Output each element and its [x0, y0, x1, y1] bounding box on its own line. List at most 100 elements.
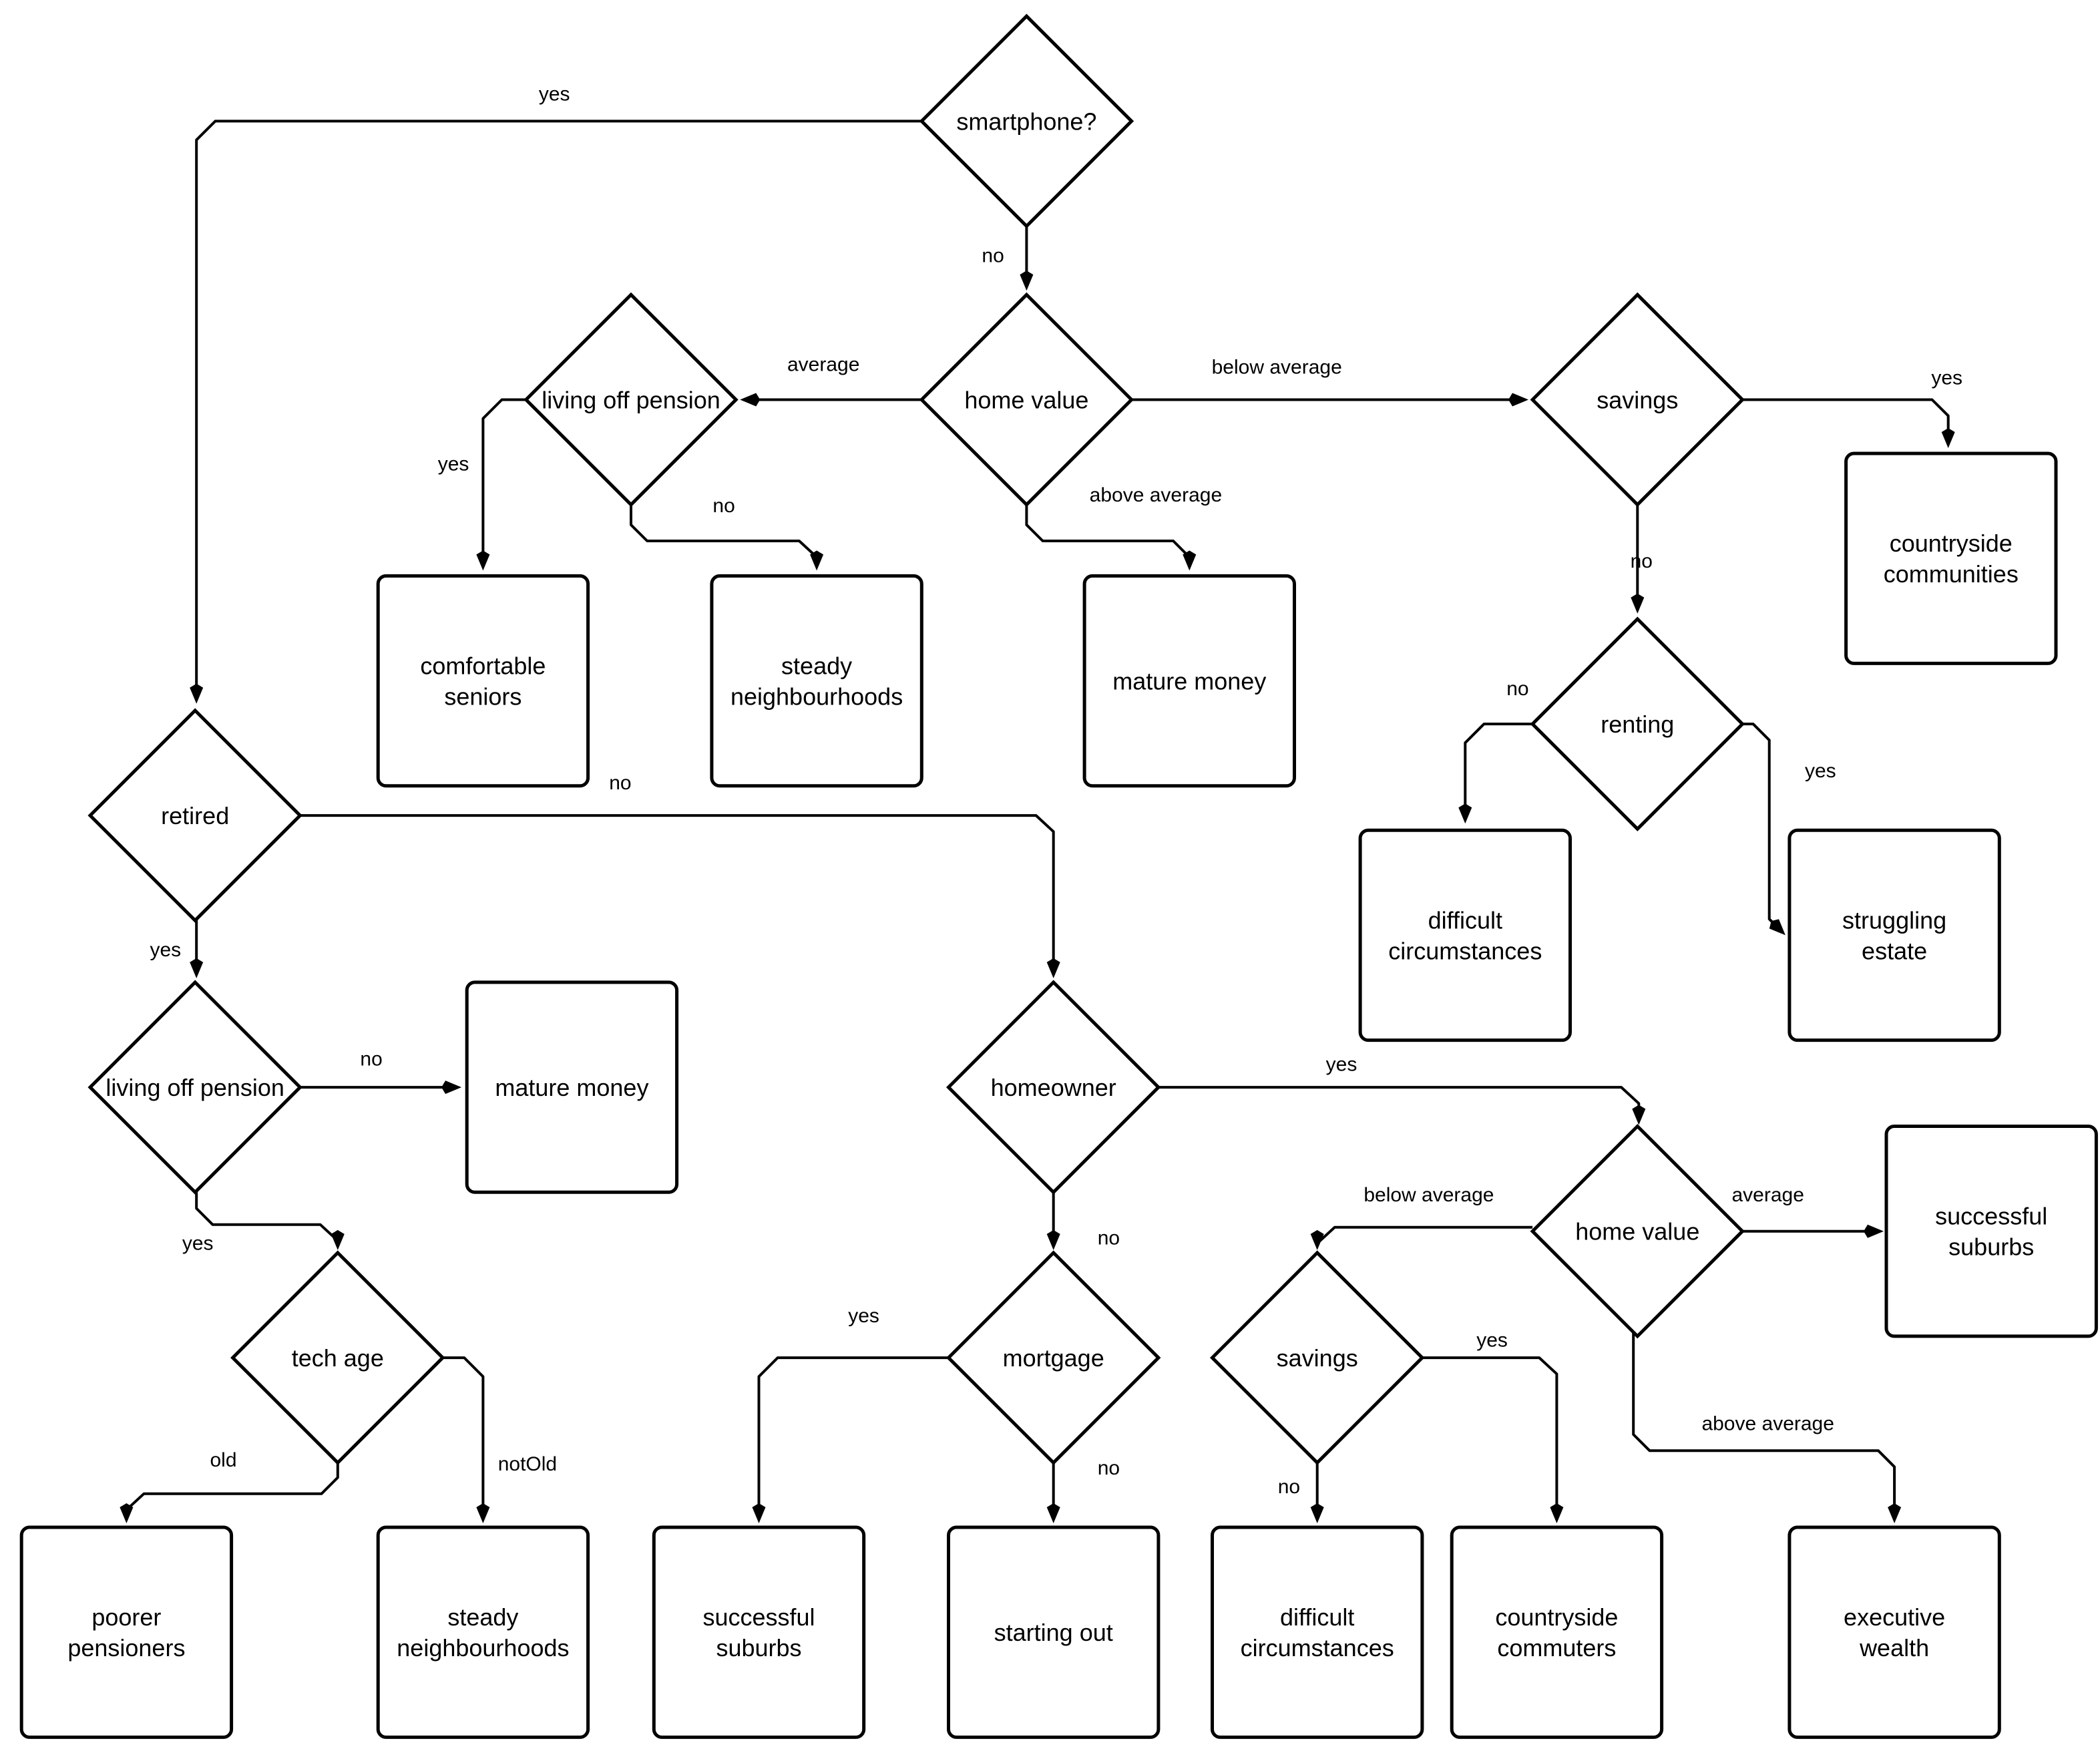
outcome-box [1844, 451, 2058, 665]
edge-label: yes [438, 453, 469, 475]
edge-label: yes [539, 83, 570, 106]
edge-label: above average [1701, 1412, 1834, 1434]
node-label: mortgage [1003, 1344, 1104, 1372]
node-living-off-pension-bottom: living off pension [87, 980, 302, 1195]
edge-renting-yes: yes [1742, 723, 1836, 936]
edge-homeowner-yes: yes [1158, 1053, 1646, 1125]
edge-label: old [210, 1449, 236, 1471]
edge-line [757, 1356, 949, 1507]
edge-line [1742, 398, 1950, 432]
outcome-box [947, 1525, 1161, 1739]
arrowhead-icon [441, 1081, 462, 1095]
node-savings-top: savings [1530, 292, 1745, 508]
edge-savings-bottom-yes: yes [1422, 1329, 1564, 1523]
edge-homevalue-average: average [740, 354, 923, 407]
node-mature-money-bottom: mature money [465, 980, 679, 1194]
arrowhead-icon [1769, 919, 1786, 936]
outcome-box [1082, 574, 1296, 788]
node-tech-age: tech age [230, 1250, 445, 1465]
node-label: home value [964, 386, 1088, 413]
edge-label: yes [182, 1232, 214, 1254]
edge-homevalue-above-average: above average [1025, 484, 1223, 571]
edge-pension-top-yes: yes [438, 398, 526, 571]
edge-line [1025, 504, 1191, 559]
node-label: living off pension [106, 1074, 284, 1101]
node-label: mature money [1112, 667, 1266, 695]
arrowhead-icon [1046, 958, 1060, 978]
decision-diamond [523, 292, 739, 508]
edge-mortgage-yes: yes [752, 1305, 949, 1523]
outcome-box [710, 574, 923, 788]
arrowhead-icon [120, 1503, 134, 1523]
edge-line [442, 1356, 485, 1507]
outcome-box [652, 1525, 866, 1739]
arrowhead-icon [476, 1503, 490, 1523]
node-label: smartphone? [956, 108, 1096, 135]
arrowhead-icon [1458, 803, 1472, 824]
decision-diamond [946, 1250, 1161, 1465]
arrowhead-icon [752, 1503, 766, 1523]
edge-homevalue-bottom-above-average: above average [1632, 1328, 1902, 1523]
edge-label: notOld [498, 1453, 557, 1475]
edge-pension-top-no: no [630, 495, 824, 571]
arrowhead-icon [190, 683, 204, 704]
node-smartphone: smartphone? [919, 13, 1134, 229]
node-mortgage: mortgage [946, 1250, 1161, 1465]
decision-diamond [919, 292, 1134, 508]
edge-retired-yes: yes [150, 920, 204, 978]
node-home-value-bottom: home value [1530, 1123, 1745, 1339]
edge-label: no [1506, 678, 1528, 700]
edge-line [1632, 1328, 1896, 1507]
node-label: starting out [994, 1619, 1113, 1646]
outcome-box [376, 574, 590, 788]
edge-line [300, 814, 1055, 962]
outcome-box [19, 1525, 234, 1739]
node-renting: renting [1530, 616, 1745, 831]
edge-label: above average [1090, 484, 1223, 506]
node-home-value-top: home value [919, 292, 1134, 508]
arrowhead-icon [1046, 1229, 1060, 1250]
node-label: living off pension [542, 386, 720, 413]
edge-smartphone-no: no [982, 224, 1034, 291]
outcome-box [376, 1525, 590, 1739]
edge-label: yes [1476, 1329, 1508, 1351]
edge-label: yes [1326, 1053, 1357, 1075]
node-label: savings [1597, 386, 1678, 413]
outcome-box [1211, 1525, 1424, 1739]
node-homeowner: homeowner [946, 980, 1161, 1195]
arrowhead-icon [331, 1229, 345, 1250]
edge-label: below average [1212, 357, 1342, 379]
edge-retired-no: no [300, 772, 1060, 978]
decision-diamond [87, 980, 302, 1195]
edge-savings-bottom-no: no [1278, 1463, 1324, 1523]
arrowhead-icon [1310, 1503, 1324, 1523]
edge-mortgage-no: no [1046, 1457, 1120, 1523]
edge-savings-top-yes: yes [1742, 367, 1962, 448]
arrowhead-icon [740, 393, 761, 407]
arrowhead-icon [476, 550, 490, 571]
edge-homeowner-no: no [1046, 1192, 1120, 1250]
decision-diamond [1530, 292, 1745, 508]
node-label: savings [1277, 1344, 1358, 1372]
edge-label: below average [1363, 1184, 1494, 1206]
edge-line [1315, 1225, 1533, 1245]
node-label: renting [1601, 711, 1674, 738]
edge-line [1742, 723, 1775, 925]
edge-label: yes [1931, 367, 1962, 389]
